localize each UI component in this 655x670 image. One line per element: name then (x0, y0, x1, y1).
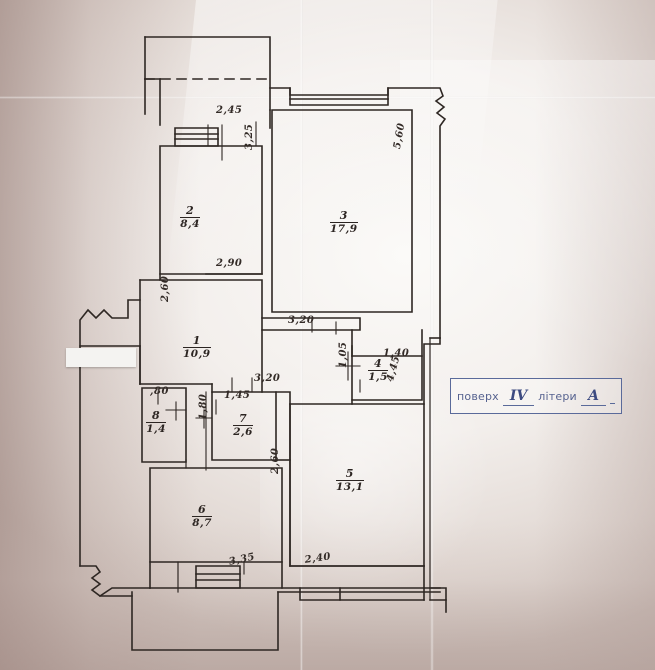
caption-floor-label: поверх (457, 389, 499, 403)
room-6-walls (149, 467, 283, 563)
room-8-walls (141, 387, 187, 463)
room-3-door-strip (261, 317, 361, 331)
caption-trailing-rule (610, 389, 615, 404)
balcony-slab (131, 591, 279, 651)
redaction-sticker (66, 348, 136, 367)
room-3-walls (271, 109, 413, 313)
caption-letter-label: літери (538, 389, 577, 403)
room-1-walls (139, 279, 263, 319)
top-block-outline (144, 36, 271, 111)
room-2-window (174, 127, 219, 147)
outer-wall-left-jog (79, 299, 141, 347)
outer-wall-right-bottom (429, 587, 447, 601)
room-2-walls (159, 145, 263, 275)
room-5-walls (289, 403, 425, 567)
room-4-walls (351, 355, 423, 401)
outer-wall-right-lower (423, 337, 441, 405)
room-7-walls (211, 391, 277, 461)
floor-letter-caption-box: поверх IV літери А (450, 378, 622, 414)
outer-wall-left-bottom-jog (79, 565, 151, 597)
balcony-window (195, 565, 241, 589)
outer-wall-right-upper (269, 87, 447, 339)
caption-floor-value: IV (502, 388, 535, 406)
caption-letter-value: А (580, 388, 607, 406)
